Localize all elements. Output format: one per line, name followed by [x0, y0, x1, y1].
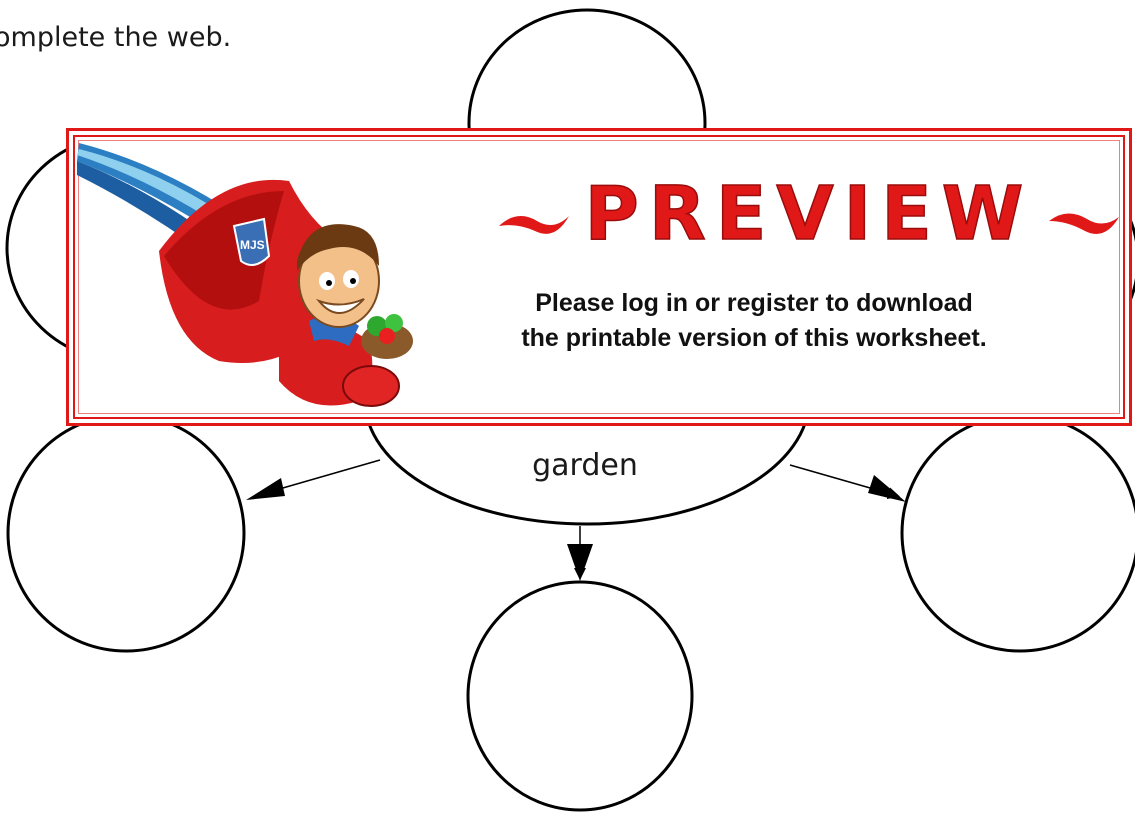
right-tilde-ornament-icon [1049, 213, 1119, 233]
center-word: garden [480, 448, 690, 483]
preview-message-line2: the printable version of this worksheet. [444, 321, 1064, 356]
mascot-badge-text: MJS [240, 238, 265, 252]
arrowhead-bottom [567, 544, 593, 581]
arrowhead-lower-right [868, 475, 906, 502]
lower-left-circle [8, 415, 244, 651]
left-tilde-ornament-icon [499, 216, 569, 234]
superhero-mascot-icon: MJS [69, 131, 419, 423]
arrowhead-lower-left [246, 478, 285, 500]
bottom-circle [468, 582, 692, 810]
instruction-text: omplete the web. [0, 22, 231, 53]
preview-title: PREVIEW [499, 171, 1119, 261]
preview-message-line1: Please log in or register to download [444, 286, 1064, 321]
preview-banner[interactable]: MJS PREVIEW Please log in or register to… [66, 128, 1132, 426]
preview-heading: PREVIEW [585, 171, 1034, 257]
lower-right-circle [902, 415, 1135, 651]
preview-message: Please log in or register to download th… [444, 286, 1064, 356]
